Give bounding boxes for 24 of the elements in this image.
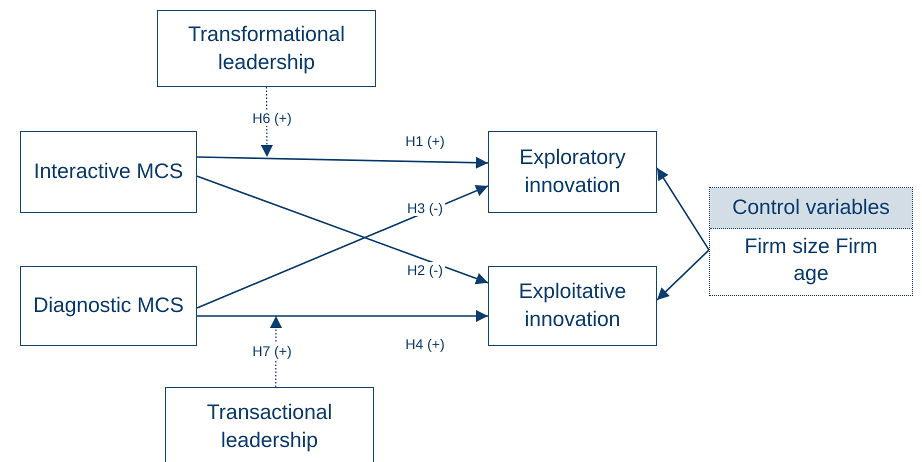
arrow — [197, 310, 488, 322]
arrow — [656, 249, 710, 301]
construct-box — [488, 131, 657, 213]
box-label: Exploratory innovation — [518, 145, 627, 199]
control-variables-box — [709, 187, 913, 296]
box-label: Exploitative innovation — [518, 279, 628, 333]
box-label: Transformational leadership — [187, 22, 346, 76]
construct-box — [488, 266, 657, 346]
box-label: Transactional leadership — [206, 400, 334, 454]
box-label: Firm size Firm age — [744, 234, 878, 287]
moderation-arrow — [260, 87, 273, 157]
box-heading: Control variables — [710, 188, 912, 229]
construct-box — [20, 266, 197, 346]
box-label: Interactive MCS — [34, 159, 184, 185]
arrow — [196, 156, 488, 169]
construct-box — [165, 387, 374, 462]
edge-label: H2 (-) — [405, 262, 445, 278]
construct-box — [20, 131, 197, 213]
edge-label: H3 (-) — [405, 200, 445, 216]
arrow — [656, 167, 710, 250]
construct-box — [157, 10, 376, 87]
box-label: Diagnostic MCS — [33, 293, 184, 319]
arrow — [196, 175, 488, 284]
arrow — [196, 185, 488, 309]
